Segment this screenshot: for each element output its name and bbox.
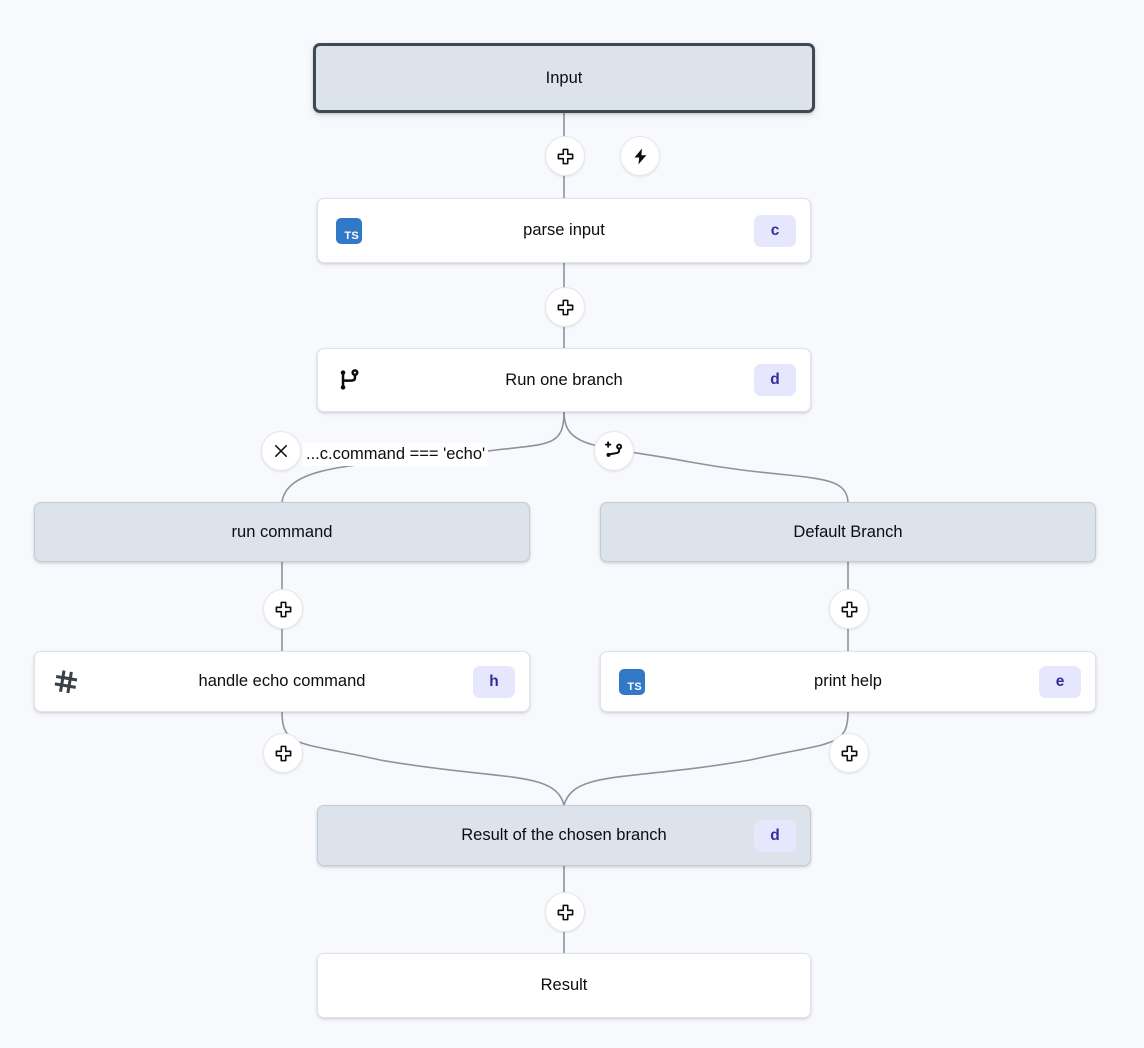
add-step-after-handle-echo-button[interactable]	[263, 733, 303, 773]
add-step-default-branch-button[interactable]	[829, 589, 869, 629]
typescript-icon-text: TS	[336, 217, 362, 244]
node-handle-echo-command-label: handle echo command	[198, 672, 366, 690]
edge-print-help-to-result-branch	[563, 711, 849, 806]
typescript-icon: TS	[334, 216, 364, 246]
node-parse-input[interactable]: TS parse input c	[317, 198, 811, 263]
node-print-help[interactable]: TS print help e	[600, 651, 1096, 712]
typescript-icon: TS	[617, 667, 647, 697]
typescript-icon-text: TS	[619, 668, 645, 695]
node-run-command[interactable]: run command	[34, 502, 530, 562]
edge-handle-echo-to-result-branch	[281, 711, 565, 806]
git-branch-icon	[334, 365, 364, 395]
add-step-after-result-branch-button[interactable]	[545, 892, 585, 932]
node-default-branch[interactable]: Default Branch	[600, 502, 1096, 562]
node-result-of-chosen-branch-badge[interactable]: d	[754, 819, 796, 852]
script-hash-icon	[51, 667, 81, 697]
node-handle-echo-command-badge[interactable]: h	[473, 665, 515, 698]
node-run-one-branch[interactable]: Run one branch d	[317, 348, 811, 412]
branch-condition-label: ...c.command === 'echo'	[303, 443, 489, 466]
trigger-bolt-button[interactable]	[620, 136, 660, 176]
node-print-help-badge[interactable]: e	[1039, 665, 1081, 698]
add-step-run-command-button[interactable]	[263, 589, 303, 629]
node-run-command-label: run command	[231, 522, 333, 541]
add-branch-button[interactable]	[594, 431, 634, 471]
node-run-one-branch-badge[interactable]: d	[754, 364, 796, 396]
node-input-label: Input	[545, 68, 583, 87]
node-parse-input-badge[interactable]: c	[754, 214, 796, 247]
node-run-one-branch-label: Run one branch	[505, 370, 623, 389]
node-result[interactable]: Result	[317, 953, 811, 1018]
add-step-after-input-button[interactable]	[545, 136, 585, 176]
node-result-label: Result	[540, 976, 588, 994]
node-input[interactable]: Input	[313, 43, 815, 113]
delete-branch-button[interactable]	[261, 431, 301, 471]
node-result-of-chosen-branch-label: Result of the chosen branch	[461, 826, 667, 844]
add-step-after-print-help-button[interactable]	[829, 733, 869, 773]
node-result-of-chosen-branch[interactable]: Result of the chosen branch d	[317, 805, 811, 866]
node-handle-echo-command[interactable]: handle echo command h	[34, 651, 530, 712]
node-default-branch-label: Default Branch	[793, 522, 903, 541]
add-step-after-parse-input-button[interactable]	[545, 287, 585, 327]
node-parse-input-label: parse input	[523, 221, 605, 239]
node-print-help-label: print help	[814, 672, 882, 690]
